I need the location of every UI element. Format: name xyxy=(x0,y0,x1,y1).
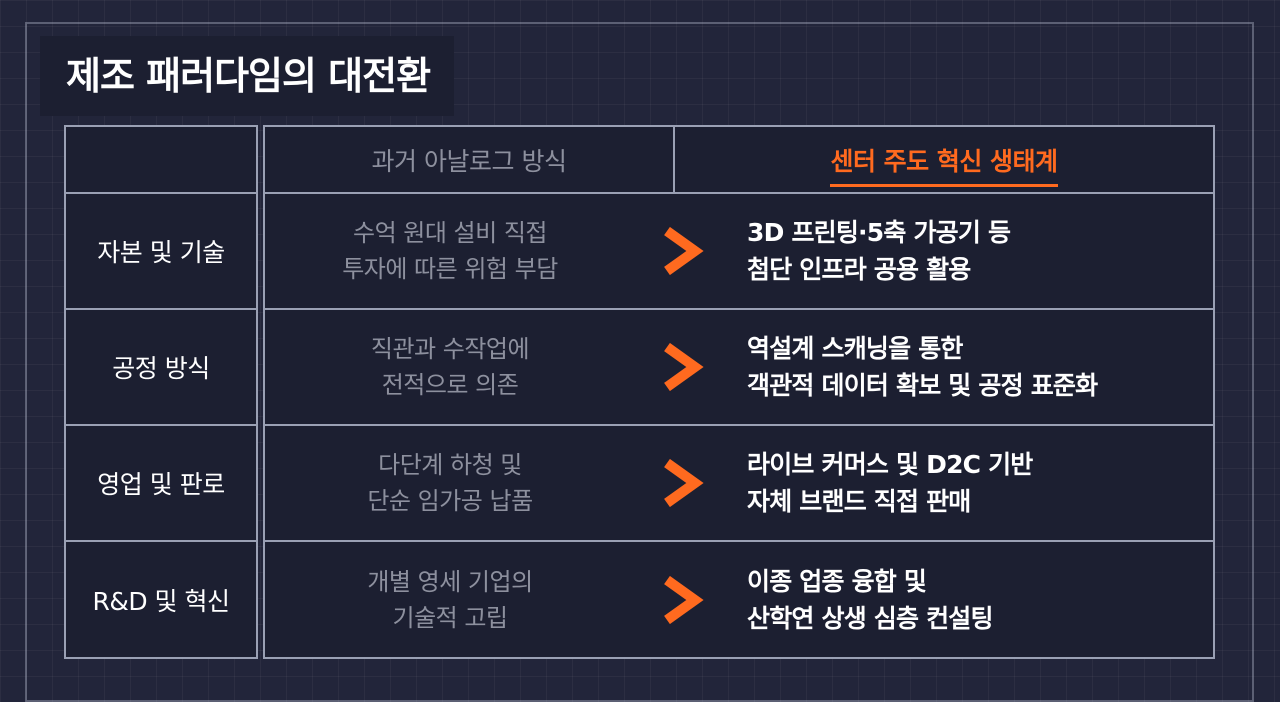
old-line-1: 다단계 하청 및 xyxy=(378,451,522,479)
old-line-1: 수억 원대 설비 직접 xyxy=(352,219,548,247)
category-column: 자본 및 기술 공정 방식 영업 및 판로 R&D 및 혁신 xyxy=(64,125,258,659)
old-line-2: 투자에 따른 위험 부담 xyxy=(342,255,558,283)
category-cell-capital: 자본 및 기술 xyxy=(66,194,256,310)
old-method-text: 개별 영세 기업의 기술적 고립 xyxy=(265,542,635,658)
header-new-ecosystem: 센터 주도 혁신 생태계 xyxy=(675,127,1213,192)
header-new-label: 센터 주도 혁신 생태계 xyxy=(830,142,1058,187)
new-line-1: 이종 업종 융합 및 xyxy=(747,567,927,596)
old-method-text: 수억 원대 설비 직접 투자에 따른 위험 부담 xyxy=(265,194,635,308)
table-header: 과거 아날로그 방식 센터 주도 혁신 생태계 xyxy=(265,127,1213,194)
new-method-text: 이종 업종 융합 및 산학연 상생 심층 컨설팅 xyxy=(747,542,1207,658)
new-line-1: 라이브 커머스 및 D2C 기반 xyxy=(747,450,1033,479)
table-row: 직관과 수작업에 전적으로 의존 역설계 스캐닝을 통한 객관적 데이터 확보 … xyxy=(265,310,1213,426)
comparison-table: 과거 아날로그 방식 센터 주도 혁신 생태계 수억 원대 설비 직접 투자에 … xyxy=(263,125,1215,659)
category-header-empty xyxy=(66,127,256,194)
old-line-1: 직관과 수작업에 xyxy=(370,335,530,363)
new-method-text: 역설계 스캐닝을 통한 객관적 데이터 확보 및 공정 표준화 xyxy=(747,310,1207,424)
chevron-right-icon xyxy=(664,459,704,507)
old-method-text: 다단계 하청 및 단순 임가공 납품 xyxy=(265,426,635,540)
old-line-2: 단순 임가공 납품 xyxy=(367,487,533,515)
new-line-2: 첨단 인프라 공용 활용 xyxy=(747,255,971,284)
chevron-right-icon xyxy=(664,227,704,275)
header-old-method: 과거 아날로그 방식 xyxy=(265,127,675,192)
table-row: 수억 원대 설비 직접 투자에 따른 위험 부담 3D 프린팅·5축 가공기 등… xyxy=(265,194,1213,310)
old-line-2: 전적으로 의존 xyxy=(381,371,519,399)
chevron-right-icon xyxy=(664,576,704,624)
page-title: 제조 패러다임의 대전환 xyxy=(40,36,455,116)
old-line-2: 기술적 고립 xyxy=(392,604,508,632)
category-cell-rnd: R&D 및 혁신 xyxy=(92,587,230,616)
new-line-1: 역설계 스캐닝을 통한 xyxy=(747,334,963,363)
table-row: 다단계 하청 및 단순 임가공 납품 라이브 커머스 및 D2C 기반 자체 브… xyxy=(265,426,1213,542)
table-row: 개별 영세 기업의 기술적 고립 이종 업종 융합 및 산학연 상생 심층 컨설… xyxy=(265,542,1213,658)
new-method-text: 라이브 커머스 및 D2C 기반 자체 브랜드 직접 판매 xyxy=(747,426,1207,540)
chevron-right-icon xyxy=(664,343,704,391)
new-line-2: 산학연 상생 심층 컨설팅 xyxy=(747,604,994,633)
old-method-text: 직관과 수작업에 전적으로 의존 xyxy=(265,310,635,424)
new-line-2: 자체 브랜드 직접 판매 xyxy=(747,487,971,516)
category-cell-process: 공정 방식 xyxy=(66,310,256,426)
old-line-1: 개별 영세 기업의 xyxy=(367,568,533,596)
new-line-2: 객관적 데이터 확보 및 공정 표준화 xyxy=(747,371,1098,400)
new-line-1: 3D 프린팅·5축 가공기 등 xyxy=(747,218,1011,247)
new-method-text: 3D 프린팅·5축 가공기 등 첨단 인프라 공용 활용 xyxy=(747,194,1207,308)
category-cell-sales: 영업 및 판로 xyxy=(66,426,256,542)
